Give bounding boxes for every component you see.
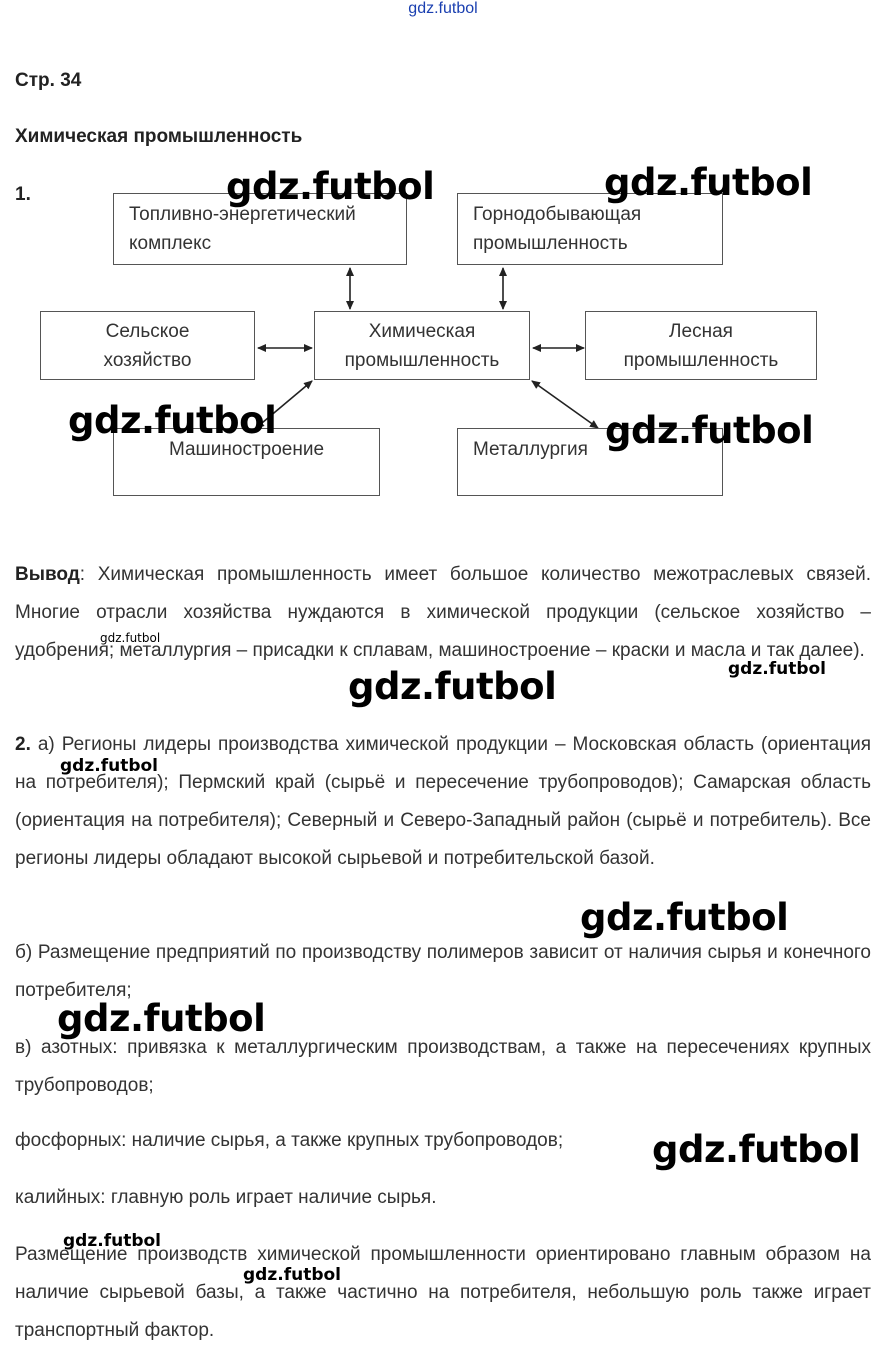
- task-1-number: 1.: [15, 184, 31, 205]
- task-2-part-c-potassium: калийных: главную роль играет наличие сы…: [15, 1187, 437, 1208]
- conclusion-text: : Химическая промышленность имеет большо…: [15, 564, 871, 661]
- watermark: gdz.futbol: [68, 399, 277, 442]
- page-number: Стр. 34: [15, 70, 82, 91]
- diagram-arrows: [255, 267, 599, 429]
- box-forestry-label: Лесная промышленность: [623, 320, 779, 371]
- task-2-part-b: б) Размещение предприятий по производств…: [15, 942, 871, 1001]
- box-mining-label: Горнодобывающая промышленность: [473, 204, 642, 254]
- conclusion-paragraph: Вывод: Химическая промышленность имеет б…: [15, 556, 871, 670]
- task-2-part-c-nitrogen: в) азотных: привязка к металлургическим …: [15, 1037, 871, 1096]
- box-mining: Горнодобывающая промышленность: [457, 193, 723, 265]
- watermark: gdz.futbol: [100, 631, 161, 645]
- watermark: gdz.futbol: [728, 659, 826, 679]
- watermark: gdz.futbol: [604, 161, 813, 204]
- box-fuel-energy: Топливно-энергетический комплекс: [113, 193, 407, 265]
- watermark: gdz.futbol: [580, 896, 789, 939]
- box-machine-building-label: Машиностроение: [168, 439, 325, 460]
- arrow-chem-machine: [255, 380, 313, 429]
- watermark: gdz.futbol: [63, 1231, 161, 1251]
- box-machine-building: Машиностроение: [113, 428, 380, 496]
- watermark: gdz.futbol: [243, 1265, 341, 1285]
- arrow-chem-metal: [531, 380, 599, 429]
- task-2-number: 2.: [15, 734, 31, 755]
- site-watermark-top: gdz.futbol: [408, 0, 478, 17]
- box-chemical-label: Химическая промышленность: [344, 320, 500, 371]
- task-2-summary: Размещение производств химической промыш…: [15, 1244, 871, 1341]
- box-forestry: Лесная промышленность: [585, 311, 817, 380]
- box-agriculture: Сельское хозяйство: [40, 311, 255, 380]
- watermark: gdz.futbol: [60, 756, 158, 776]
- box-metallurgy: Металлургия: [457, 428, 723, 496]
- task-2-part-a: 2. а) Регионы лидеры производства химиче…: [15, 726, 871, 878]
- watermark: gdz.futbol: [348, 665, 557, 708]
- conclusion-label: Вывод: [15, 564, 80, 585]
- watermark: gdz.futbol: [605, 409, 814, 452]
- watermark: gdz.futbol: [652, 1128, 861, 1171]
- task-2-part-c-phosphorus: фосфорных: наличие сырья, а также крупны…: [15, 1130, 564, 1151]
- box-agriculture-label: Сельское хозяйство: [103, 320, 192, 371]
- watermark: gdz.futbol: [226, 165, 435, 208]
- watermark: gdz.futbol: [57, 997, 266, 1040]
- section-title: Химическая промышленность: [15, 126, 303, 147]
- box-fuel-energy-label: Топливно-энергетический комплекс: [129, 204, 356, 254]
- box-metallurgy-label: Металлургия: [473, 439, 588, 460]
- box-chemical: Химическая промышленность: [314, 311, 530, 380]
- task-2-part-a-text: а) Регионы лидеры производства химическо…: [15, 734, 871, 869]
